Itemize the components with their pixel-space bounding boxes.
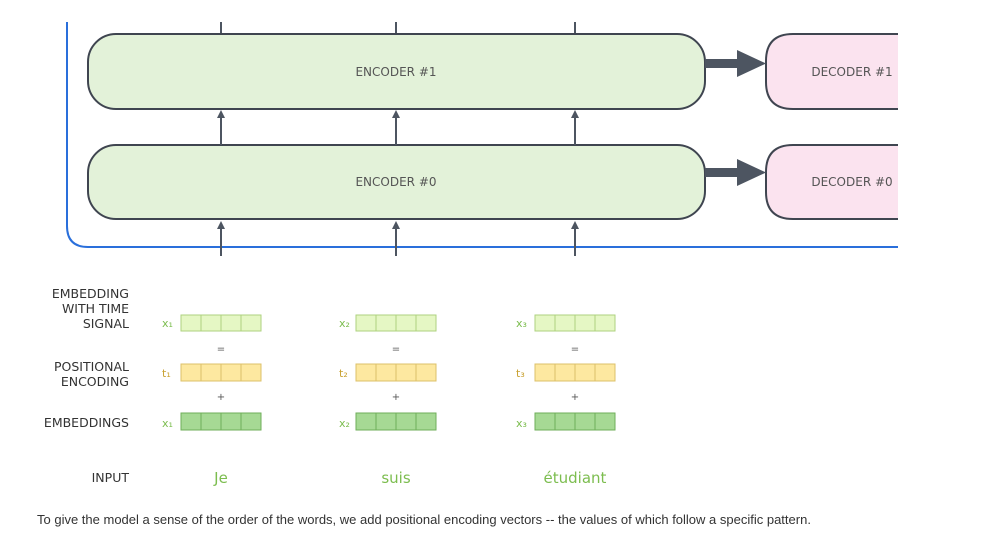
column-2-time-signal-vector — [355, 314, 437, 332]
column-3-embedding-label: x₃ — [516, 417, 527, 430]
vector-cell — [574, 314, 596, 332]
vector-cell — [534, 314, 556, 332]
vector-cell — [594, 412, 616, 431]
column-3-time-signal-label: x₃ — [516, 317, 527, 330]
vector-cell — [355, 314, 377, 332]
decoder-0-block: DECODER #0 — [765, 144, 898, 220]
vector-cell — [355, 363, 377, 382]
vector-cell — [554, 363, 576, 382]
encoder-0-to-decoder-arrow-shaft — [705, 168, 741, 177]
column-3: x₃ = t₃ + x₃ étudiant — [516, 314, 616, 487]
encoder-0-label: ENCODER #0 — [355, 175, 436, 189]
column-3-time-signal-vector — [534, 314, 616, 332]
vector-cell — [240, 363, 262, 382]
vector-cell — [375, 314, 397, 332]
column-1-time-signal-vector — [180, 314, 262, 332]
vector-cell — [395, 314, 417, 332]
column-1: x₁ = t₁ + x₁ Je — [162, 314, 262, 487]
vector-cell — [355, 412, 377, 431]
vector-cell — [415, 363, 437, 382]
embedding-time-label-line-1: EMBEDDING — [52, 286, 129, 301]
embeddings-label: EMBEDDINGS — [44, 415, 129, 430]
encoder-1-block: ENCODER #1 — [87, 33, 706, 110]
column-1-input-word: Je — [213, 469, 228, 487]
encoder-0-block: ENCODER #0 — [87, 144, 706, 220]
encoder-1-label: ENCODER #1 — [355, 65, 436, 79]
positional-encoding-label-line-1: POSITIONAL — [54, 359, 129, 374]
vector-cell — [415, 412, 437, 431]
vector-cell — [200, 314, 222, 332]
column-2: x₂ = t₂ + x₂ suis — [339, 314, 437, 487]
vector-cell — [534, 412, 556, 431]
column-2-input-word: suis — [381, 469, 410, 487]
transformer-positional-encoding-diagram: ENCODER #1 ENCODER #0 DECODER #1 DECODER… — [44, 22, 898, 487]
encoder-stack-frame — [66, 22, 898, 248]
column-3-positional-label: t₃ — [516, 367, 525, 380]
embedding-time-label-line-3: SIGNAL — [83, 316, 129, 331]
vector-cell — [240, 412, 262, 431]
vector-cell — [594, 363, 616, 382]
figure-caption: To give the model a sense of the order o… — [37, 512, 811, 527]
column-3-embedding-vector — [534, 412, 616, 431]
row-labels: EMBEDDING WITH TIME SIGNAL POSITIONAL EN… — [44, 286, 129, 485]
vector-cell — [574, 363, 596, 382]
column-1-plus: + — [217, 392, 225, 403]
column-2-embedding-label: x₂ — [339, 417, 350, 430]
column-2-plus: + — [392, 392, 400, 403]
vector-cell — [180, 314, 202, 332]
encoder-1-to-decoder-arrow-shaft — [705, 59, 741, 68]
column-1-equals: = — [217, 344, 225, 355]
decoder-0-label: DECODER #0 — [811, 175, 892, 189]
column-1-positional-vector — [180, 363, 262, 382]
vector-cell — [554, 412, 576, 431]
column-2-positional-label: t₂ — [339, 367, 348, 380]
column-1-time-signal-label: x₁ — [162, 317, 173, 330]
column-2-time-signal-label: x₂ — [339, 317, 350, 330]
vector-cell — [180, 363, 202, 382]
column-2-positional-vector — [355, 363, 437, 382]
embedding-time-label-line-2: WITH TIME — [62, 301, 129, 316]
column-2-embedding-vector — [355, 412, 437, 431]
vector-cell — [220, 363, 242, 382]
decoder-1-block: DECODER #1 — [765, 33, 898, 110]
column-1-embedding-label: x₁ — [162, 417, 173, 430]
encoder-to-decoder-arrows — [705, 50, 766, 186]
input-label: INPUT — [92, 470, 130, 485]
vector-cell — [200, 363, 222, 382]
vector-cell — [415, 314, 437, 332]
vector-cell — [200, 412, 222, 431]
vector-cell — [395, 412, 417, 431]
column-3-positional-vector — [534, 363, 616, 382]
column-3-plus: + — [571, 392, 579, 403]
vector-cell — [534, 363, 556, 382]
vector-cell — [240, 314, 262, 332]
input-to-encoder-0-arrows — [217, 221, 579, 256]
vector-cell — [554, 314, 576, 332]
vector-cell — [574, 412, 596, 431]
vector-cell — [375, 363, 397, 382]
top-stubs — [220, 22, 576, 33]
column-3-equals: = — [571, 344, 579, 355]
encoder-1-to-decoder-arrow-head — [737, 50, 766, 77]
positional-encoding-label-line-2: ENCODING — [61, 374, 129, 389]
vector-cell — [375, 412, 397, 431]
column-1-embedding-vector — [180, 412, 262, 431]
encoder-0-to-decoder-arrow-head — [737, 159, 766, 186]
encoder-0-to-encoder-1-arrows — [217, 110, 579, 145]
column-3-input-word: étudiant — [544, 469, 607, 487]
column-1-positional-label: t₁ — [162, 367, 171, 380]
vector-cell — [395, 363, 417, 382]
vector-cell — [220, 412, 242, 431]
vector-cell — [594, 314, 616, 332]
column-2-equals: = — [392, 344, 400, 355]
decoder-1-label: DECODER #1 — [811, 65, 892, 79]
vector-cell — [180, 412, 202, 431]
vector-cell — [220, 314, 242, 332]
